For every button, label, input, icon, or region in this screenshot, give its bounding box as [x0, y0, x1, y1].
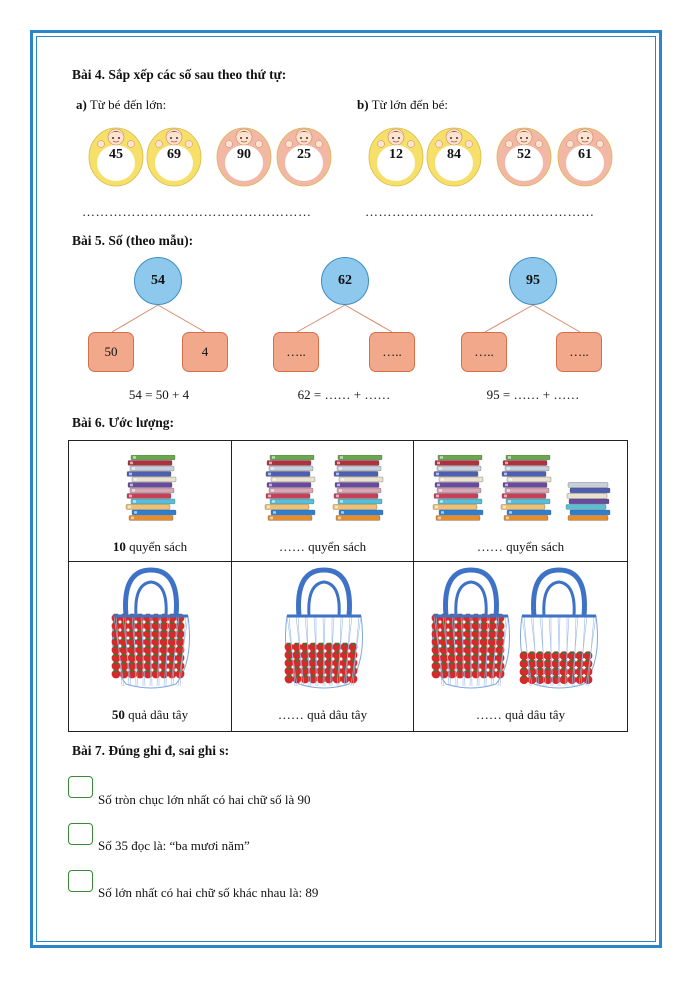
book-stack-icon: [262, 454, 318, 530]
child-face-icon: [557, 127, 613, 187]
tree3-left-box[interactable]: …..: [461, 332, 507, 372]
badge-b-2: 84: [426, 125, 482, 187]
bai5-tree-lines: [111, 304, 581, 333]
bag-caption-2: …… quả dâu tây: [277, 707, 368, 722]
books-cell-1: 10 quyển sách: [68, 440, 232, 562]
bai4-b-answer-line: ……………………………………………: [365, 204, 595, 219]
child-face-icon: [88, 127, 144, 187]
child-face-icon: [216, 127, 272, 187]
page-border-inner: [36, 36, 656, 942]
badge-number: 45: [109, 147, 123, 162]
child-face-icon: [368, 127, 424, 187]
bai4-b-text: Từ lớn đến bé:: [371, 97, 448, 112]
badge-a-3: 90: [216, 125, 272, 187]
strawberry-bag-icon: [277, 566, 372, 695]
bai7-statement-2: Số 35 đọc là: “ba mươi năm”: [98, 838, 250, 853]
tree2-right-box[interactable]: …..: [369, 332, 415, 372]
book-stack-small-icon: [564, 475, 612, 530]
books-cell-3: …… quyển sách: [413, 440, 628, 562]
badge-b-3: 52: [496, 125, 552, 187]
badge-number: 61: [578, 147, 592, 162]
tree3-line-left: [484, 304, 534, 333]
checkbox-icon[interactable]: [68, 870, 93, 892]
strawberry-bag-icon: [104, 566, 199, 695]
bai4-a-letter: a): [76, 97, 87, 112]
badge-number: 90: [237, 147, 251, 162]
bag-cell-2: …… quả dâu tây: [231, 561, 414, 732]
tree1-top-circle: 54: [134, 257, 182, 305]
bai4-a-answer-line: ……………………………………………: [82, 204, 312, 219]
tree1-line-left: [111, 304, 159, 333]
bai4-part-b: b) Từ lớn đến bé:: [357, 97, 448, 113]
books-caption-2: …… quyển sách: [278, 539, 367, 554]
bai7-title: Bài 7. Đúng ghi đ, sai ghi s:: [72, 743, 230, 758]
bai5-title: Bài 5. Số (theo mẫu):: [72, 233, 194, 248]
tree3-right-box[interactable]: …..: [556, 332, 602, 372]
tree2-line-left: [296, 304, 346, 333]
child-face-icon: [146, 127, 202, 187]
tree1-left-box: 50: [88, 332, 134, 372]
tree3-line-right: [532, 304, 581, 333]
books-caption-3: …… quyển sách: [476, 539, 565, 554]
books-caption-1: 10 quyển sách: [112, 539, 188, 554]
bag-caption-1: 50 quả dâu tây: [111, 707, 189, 722]
bai4-a-text: Từ bé đến lớn:: [89, 97, 167, 112]
badge-b-4: 61: [557, 125, 613, 187]
book-stack-icon: [123, 454, 179, 530]
bag-caption-3: …… quả dâu tây: [475, 707, 566, 722]
badge-number: 12: [389, 147, 403, 162]
bai4-b-letter: b): [357, 97, 369, 112]
badge-number: 84: [447, 147, 461, 162]
tree1-equation: 54 = 50 + 4: [128, 387, 190, 402]
tree2-line-right: [344, 304, 393, 333]
bai4-part-a: a) Từ bé đến lớn:: [76, 97, 166, 113]
bai7-statement-1: Số tròn chục lớn nhất có hai chữ số là 9…: [98, 792, 311, 807]
badge-a-1: 45: [88, 125, 144, 187]
badge-number: 25: [297, 147, 311, 162]
bai6-title: Bài 6. Ước lượng:: [72, 415, 175, 430]
child-face-icon: [496, 127, 552, 187]
tree1-line-right: [157, 304, 206, 333]
bag-cell-1: 50 quả dâu tây: [68, 561, 232, 732]
badge-number: 52: [517, 147, 531, 162]
book-stack-icon: [330, 454, 386, 530]
tree3-top-circle: 95: [509, 257, 557, 305]
bag-cell-3: …… quả dâu tây: [413, 561, 628, 732]
page-border-outer: [30, 30, 662, 948]
tree2-left-box[interactable]: …..: [273, 332, 319, 372]
estimation-table: 10 quyển sách …… quyển sách …… quyển sác…: [68, 440, 628, 732]
book-stack-icon: [430, 454, 486, 530]
badge-number: 69: [167, 147, 181, 162]
book-stack-icon: [498, 454, 554, 530]
strawberry-bag-icon: [424, 566, 519, 695]
checkbox-icon[interactable]: [68, 776, 93, 798]
checkbox-icon[interactable]: [68, 823, 93, 845]
child-face-icon: [276, 127, 332, 187]
tree1-right-box: 4: [182, 332, 228, 372]
badge-a-2: 69: [146, 125, 202, 187]
tree2-equation: 62 = …… + ……: [297, 387, 391, 402]
tree2-top-circle: 62: [321, 257, 369, 305]
badge-a-4: 25: [276, 125, 332, 187]
bai4-title: Bài 4. Sắp xếp các số sau theo thứ tự:: [72, 67, 287, 82]
books-cell-2: …… quyển sách: [231, 440, 414, 562]
child-face-icon: [426, 127, 482, 187]
strawberry-bag-icon: [512, 566, 607, 695]
badge-b-1: 12: [368, 125, 424, 187]
bai7-statement-3: Số lớn nhất có hai chữ số khác nhau là: …: [98, 885, 319, 900]
tree3-equation: 95 = …… + ……: [486, 387, 580, 402]
